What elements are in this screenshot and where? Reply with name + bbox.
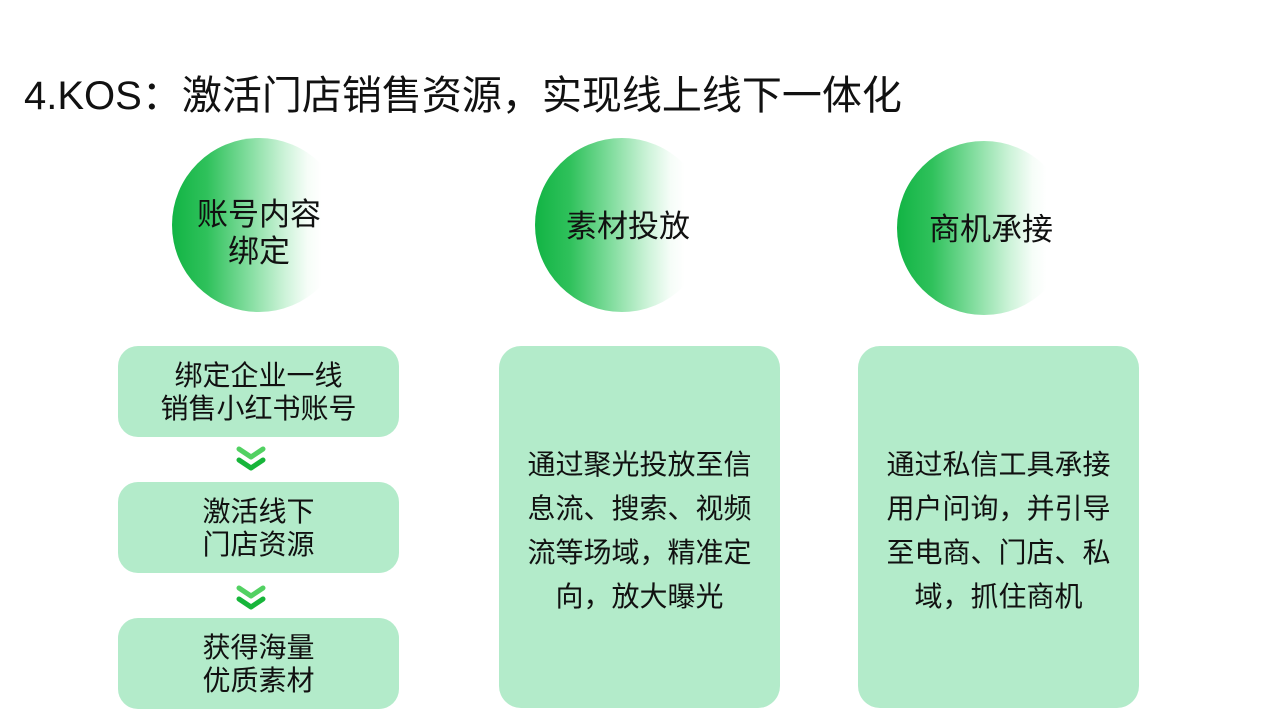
double-chevron-down-icon-svg	[236, 585, 266, 610]
panel-text-line: 通过私信工具承接	[886, 449, 1111, 480]
step-text-line: 激活线下	[202, 495, 315, 527]
step-text-line: 优质素材	[202, 664, 315, 696]
panel-text-line: 至电商、门店、私	[886, 537, 1111, 568]
circle-label-line: 账号内容	[197, 197, 321, 232]
step-text-line: 门店资源	[202, 528, 315, 560]
step-box-activate-offline-stores: 激活线下 门店资源	[118, 482, 399, 573]
circle-label-line: 绑定	[228, 234, 290, 269]
circle-lead-handling: 商机承接	[897, 141, 1071, 315]
circle-account-content-binding: 账号内容 绑定	[172, 138, 346, 312]
circle-label-line: 素材投放	[566, 208, 690, 244]
step-box-bind-sales-accounts: 绑定企业一线 销售小红书账号	[118, 346, 399, 437]
circle-label: 账号内容 绑定	[197, 196, 321, 270]
panel-material-delivery-description: 通过聚光投放至信 息流、搜索、视频 流等场域，精准定 向，放大曝光	[499, 346, 780, 708]
double-chevron-down-icon	[234, 585, 268, 613]
circle-material-delivery: 素材投放	[535, 138, 709, 312]
circle-label: 素材投放	[566, 208, 690, 245]
panel-text-line: 通过聚光投放至信	[527, 449, 752, 480]
panel-text-line: 域，抓住商机	[914, 581, 1083, 612]
panel-text-line: 流等场域，精准定	[527, 537, 752, 568]
step-text-line: 获得海量	[202, 631, 315, 663]
double-chevron-down-icon-svg	[236, 446, 266, 471]
panel-lead-handling-description: 通过私信工具承接 用户问询，并引导 至电商、门店、私 域，抓住商机	[858, 346, 1139, 708]
panel-text-line: 用户问询，并引导	[886, 493, 1111, 524]
panel-text-line: 息流、搜索、视频	[527, 493, 752, 524]
step-box-get-quality-material: 获得海量 优质素材	[118, 618, 399, 709]
step-text-line: 销售小红书账号	[160, 392, 357, 424]
circle-label-line: 商机承接	[929, 211, 1053, 247]
slide-title: 4.KOS：激活门店销售资源，实现线上线下一体化	[24, 74, 902, 118]
circle-label: 商机承接	[929, 211, 1053, 248]
double-chevron-down-icon	[234, 446, 268, 474]
step-text-line: 绑定企业一线	[174, 359, 343, 391]
panel-text-line: 向，放大曝光	[555, 581, 724, 612]
